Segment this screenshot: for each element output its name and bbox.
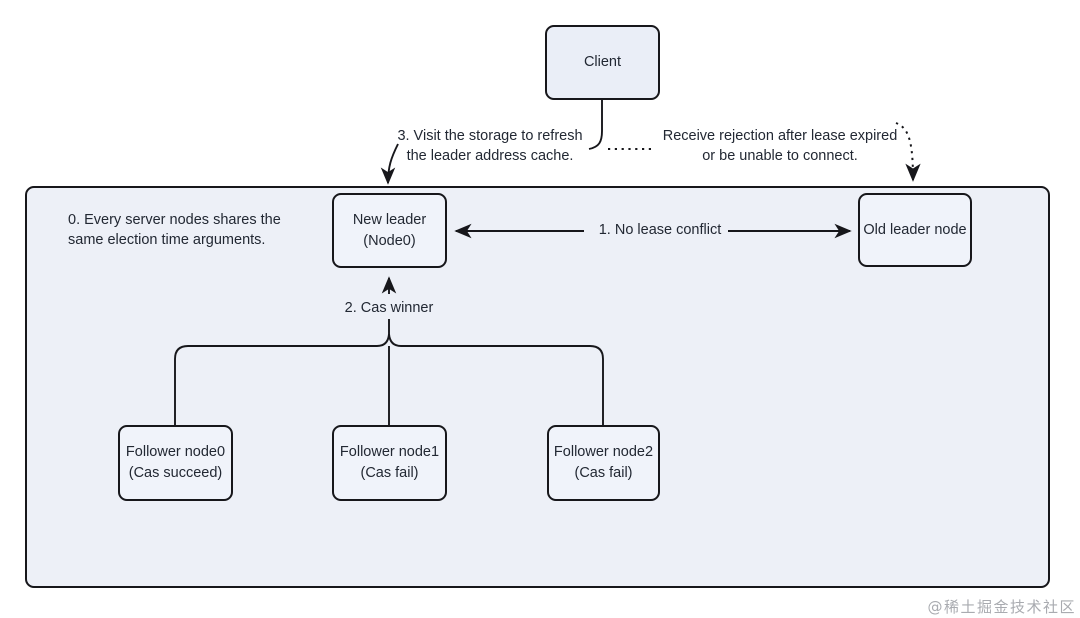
election-note-label: 0. Every server nodes shares the same el… xyxy=(68,211,338,250)
visit-storage-label-line1: 3. Visit the storage to refresh xyxy=(397,128,583,144)
follower1-label-line1: Follower node1 xyxy=(339,444,440,460)
follower-node0: Follower node0 (Cas succeed) xyxy=(118,425,233,501)
new-leader-label-line1: New leader xyxy=(352,211,427,228)
cas-winner-label: 2. Cas winner xyxy=(344,300,434,316)
branch-right-line xyxy=(388,333,604,425)
follower2-label-line2: (Cas fail) xyxy=(574,465,633,481)
branch-left-line xyxy=(174,319,390,425)
new-leader-node: New leader (Node0) xyxy=(332,193,447,268)
follower-node1: Follower node1 (Cas fail) xyxy=(332,425,447,501)
election-note-line2: same election time arguments. xyxy=(68,231,266,248)
client-node: Client xyxy=(545,25,660,100)
receive-rejection-label-line1: Receive rejection after lease expired xyxy=(662,128,898,144)
client-hook-line xyxy=(588,100,603,150)
follower0-label-line2: (Cas succeed) xyxy=(128,465,223,481)
visit-storage-arrow xyxy=(380,143,399,185)
receive-rejection-label: Receive rejection after lease expired or… xyxy=(650,127,910,166)
watermark: @稀土掘金技术社区 xyxy=(927,598,1076,616)
no-lease-conflict-label: 1. No lease conflict xyxy=(598,222,722,238)
receive-rejection-label-line2: or be unable to connect. xyxy=(702,147,858,164)
visit-storage-label: 3. Visit the storage to refresh the lead… xyxy=(378,127,602,166)
follower-node2: Follower node2 (Cas fail) xyxy=(547,425,660,501)
follower2-label-line1: Follower node2 xyxy=(553,444,654,460)
old-leader-label: Old leader node xyxy=(863,221,967,238)
follower0-label-line1: Follower node0 xyxy=(125,444,226,460)
client-node-label: Client xyxy=(583,54,622,70)
visit-storage-label-line2: the leader address cache. xyxy=(406,147,574,164)
new-leader-label-line2: (Node0) xyxy=(363,232,416,249)
follower1-label-line2: (Cas fail) xyxy=(360,465,419,481)
election-note-line1: 0. Every server nodes shares the xyxy=(68,212,281,228)
old-leader-node: Old leader node xyxy=(858,193,972,267)
rejection-dotted-arrow xyxy=(895,122,921,182)
